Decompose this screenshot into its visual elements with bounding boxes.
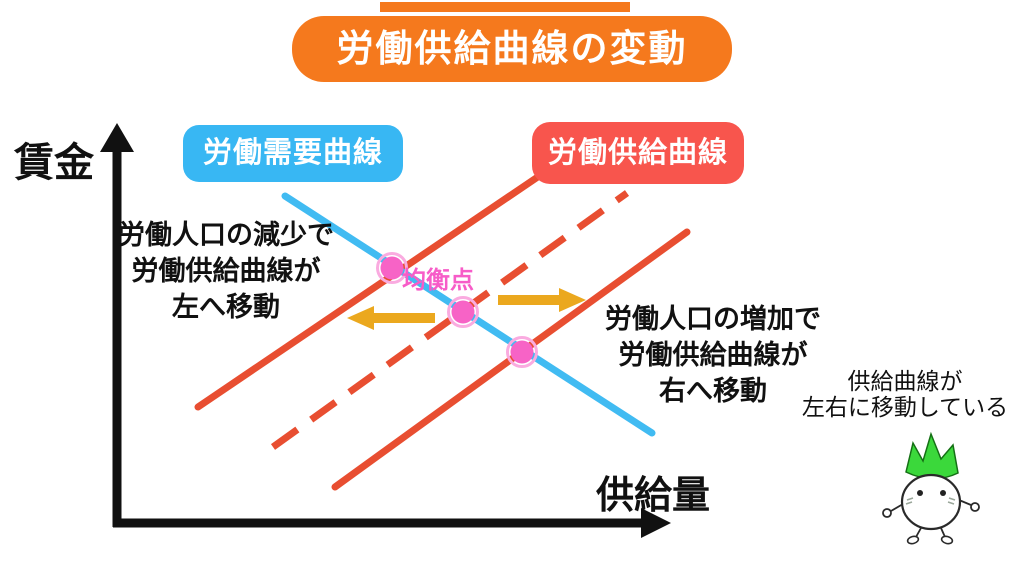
annotation-line: 左へ移動: [172, 292, 280, 322]
radish-mascot-icon: [882, 431, 980, 545]
demand-curve-label: 労働需要曲線: [183, 125, 403, 182]
equilibrium-point-2: [447, 296, 479, 328]
annotation-line: 労働人口の増加で: [605, 304, 821, 334]
supply-curve-label: 労働供給曲線: [532, 122, 744, 184]
equilibrium-point-3: [506, 336, 538, 368]
x-axis-label: 供給量: [596, 475, 711, 517]
annotation-line: 労働人口の減少で: [118, 220, 334, 250]
labor-supply-curve-left-shift: [194, 166, 552, 411]
y-axis-label: 賃金: [14, 141, 94, 185]
top-decor-bar: [380, 2, 630, 12]
page-title: 労働供給曲線の変動: [292, 16, 732, 82]
mascot-leaves: [905, 431, 959, 480]
note-line: 供給曲線が: [847, 368, 963, 394]
summary-note: 供給曲線が 左右に移動している: [785, 368, 1024, 420]
y-axis-arrowhead-icon: [100, 123, 134, 152]
annotation-line: 労働供給曲線が: [131, 256, 321, 286]
equilibrium-point-1: [376, 252, 408, 284]
annotation-line: 労働供給曲線が: [618, 340, 808, 370]
equilibrium-point-label: 均衡点: [402, 267, 474, 294]
note-line: 左右に移動している: [801, 394, 1009, 420]
annotation-line: 右へ移動: [659, 376, 767, 406]
shift-left-arrow-icon: [347, 306, 435, 330]
mascot-body: [900, 473, 962, 531]
shift-right-arrow-icon: [498, 288, 586, 312]
left-shift-annotation: 労働人口の減少で 労働供給曲線が 左へ移動: [96, 217, 356, 325]
right-shift-annotation: 労働人口の増加で 労働供給曲線が 右へ移動: [583, 301, 843, 409]
x-axis-arrowhead-icon: [641, 508, 671, 538]
